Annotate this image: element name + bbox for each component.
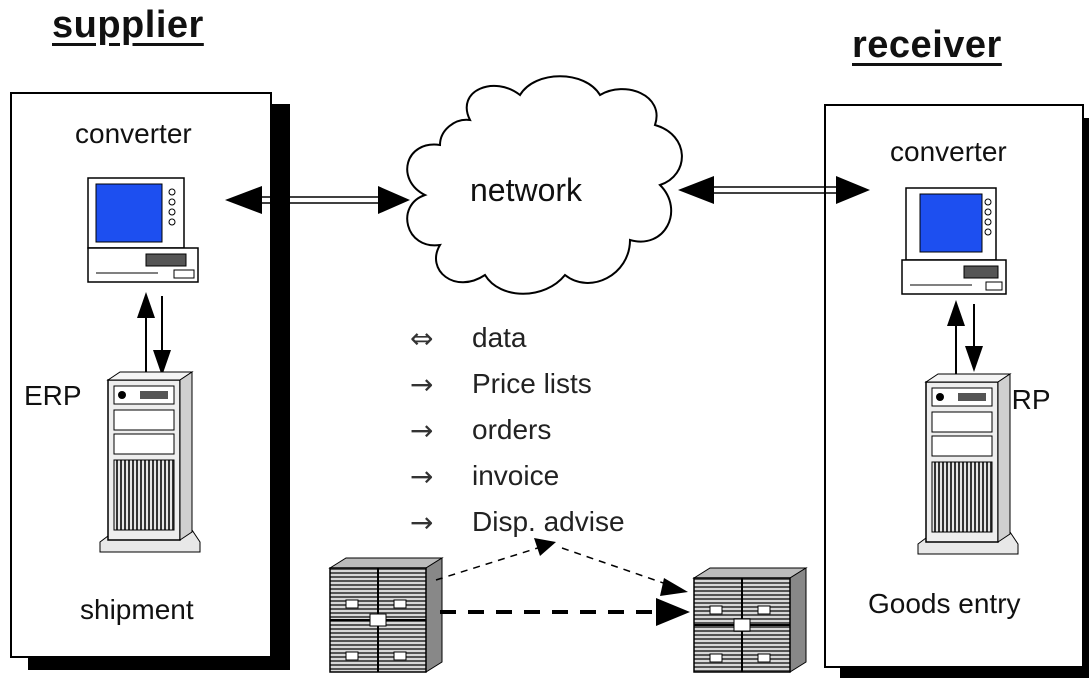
supplier-computer-icon (87, 177, 199, 283)
supplier-network-arrow (225, 186, 410, 214)
supplier-heading: supplier (52, 4, 204, 46)
shipment-dashed-arrow (440, 598, 690, 626)
supplier-shipment-label: shipment (80, 594, 194, 625)
legend-symbol: → (410, 367, 434, 401)
legend-text: Disp. advise (472, 506, 625, 537)
receiver-goods-entry-label: Goods entry (868, 588, 1021, 619)
legend-symbol: → (410, 413, 434, 447)
receiver-computer-icon (901, 187, 1007, 295)
receiver-goods-stack-icon (692, 567, 808, 673)
supplier-server-icon (99, 371, 201, 553)
legend-text: invoice (472, 460, 560, 491)
legend-text: Price lists (472, 368, 592, 399)
network-label: network (470, 172, 583, 208)
receiver-converter-erp-arrows (947, 300, 983, 382)
legend-item: → Disp. advise (410, 504, 625, 540)
legend-item: → orders (410, 412, 551, 448)
legend-symbol: ⇔ (410, 321, 434, 355)
legend-item: → invoice (410, 458, 559, 494)
network-cloud (406, 75, 683, 295)
receiver-heading: receiver (852, 24, 1002, 66)
network-receiver-arrow (678, 176, 870, 204)
supplier-erp-label: ERP (24, 380, 82, 411)
legend-text: orders (472, 414, 552, 445)
legend-text: data (472, 322, 527, 353)
disp-advise-dashed-arrows (435, 538, 688, 596)
supplier-converter-erp-arrows (137, 292, 171, 380)
legend-symbol: → (410, 505, 434, 539)
supplier-goods-stack-icon (328, 557, 444, 673)
supplier-converter-label: converter (75, 118, 192, 149)
receiver-server-icon (917, 373, 1019, 555)
legend-symbol: → (410, 459, 434, 493)
legend-item: ⇔ data (410, 320, 527, 356)
receiver-converter-label: converter (890, 136, 1007, 167)
legend-item: → Price lists (410, 366, 592, 402)
